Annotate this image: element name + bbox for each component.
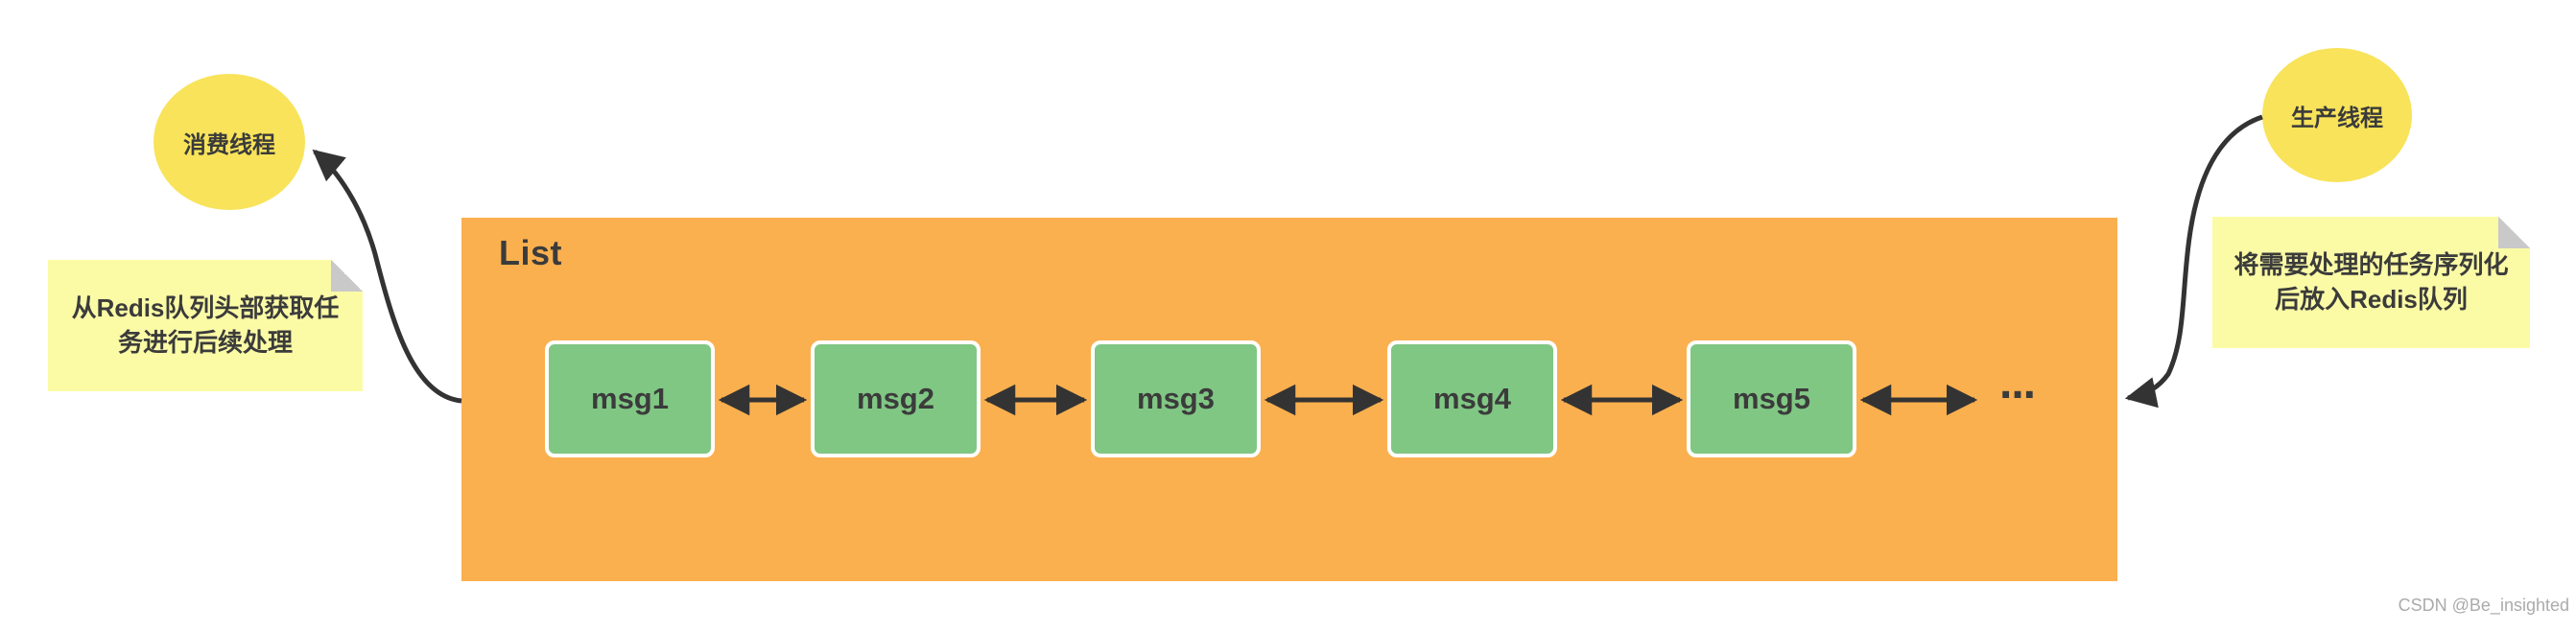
message-node-msg4: msg4 (1387, 340, 1557, 457)
producer-note-line2: 后放入Redis队列 (2275, 284, 2468, 314)
producer-thread-circle: 生产线程 (2262, 48, 2412, 182)
message-node-msg3: msg3 (1091, 340, 1261, 457)
message-node-msg1: msg1 (545, 340, 715, 457)
consumer-note-line2: 务进行后续处理 (117, 327, 293, 357)
list-label: List (499, 233, 563, 272)
producer-note-line1: 将需要处理的任务序列化 (2233, 250, 2509, 280)
consumer-thread-label: 消费线程 (183, 131, 275, 158)
producer-thread-label: 生产线程 (2291, 105, 2383, 131)
message-node-msg2: msg2 (811, 340, 981, 457)
note-fold-corner (331, 260, 363, 292)
ellipsis-more-messages: ... (1999, 358, 2036, 409)
watermark: CSDN @Be_insighted (2398, 596, 2569, 615)
consumer-thread-circle: 消费线程 (154, 74, 305, 210)
producer-note: 将需要处理的任务序列化 后放入Redis队列 (2212, 217, 2530, 348)
consumer-note-line1: 从Redis队列头部获取任 (71, 293, 340, 323)
message-node-msg5: msg5 (1687, 340, 1856, 457)
note-fold-corner (2498, 217, 2530, 248)
consumer-note: 从Redis队列头部获取任 务进行后续处理 (48, 260, 363, 391)
